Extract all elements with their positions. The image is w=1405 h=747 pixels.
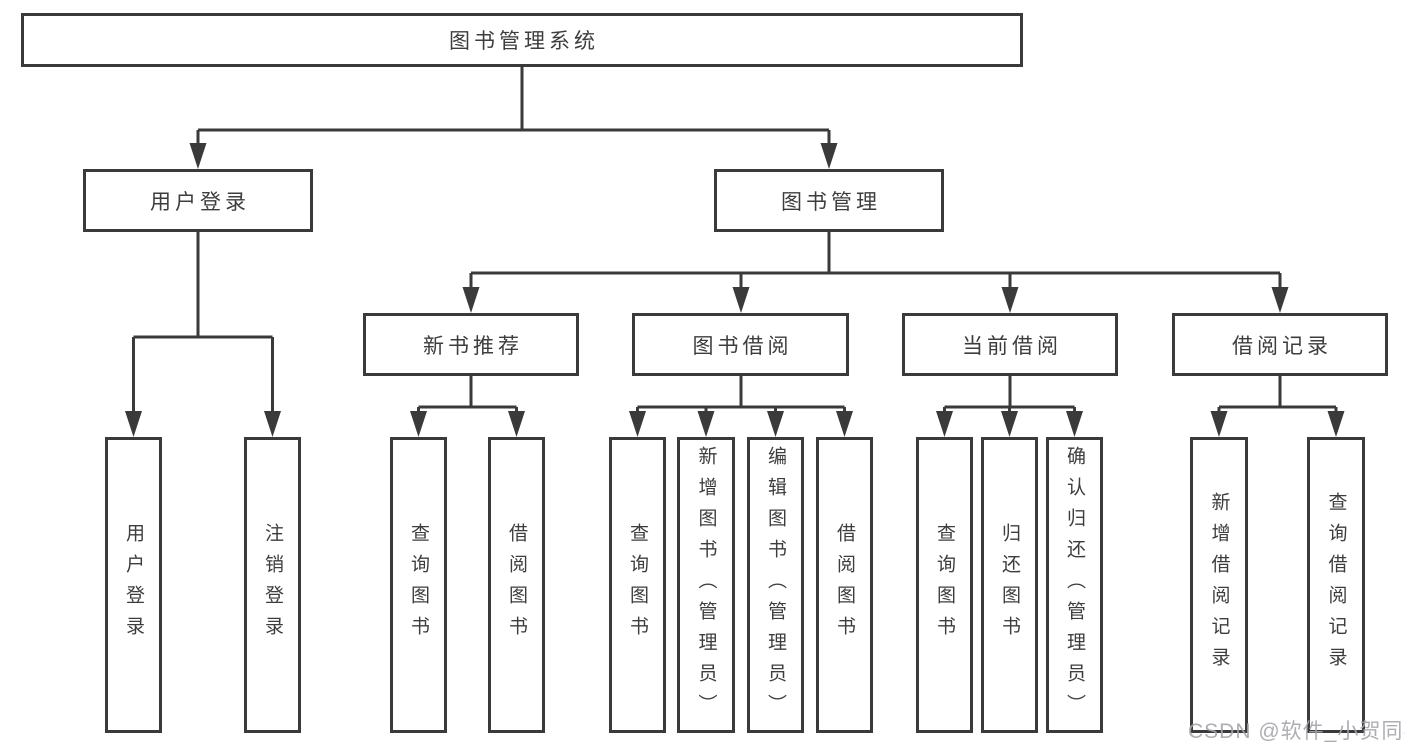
arrowhead-icon (1210, 411, 1228, 437)
node-leaf-query-book-2: 查询图书 (609, 437, 666, 733)
node-new-book-recommend: 新书推荐 (363, 313, 579, 376)
node-label: 新增借阅记录 (1208, 492, 1230, 678)
node-book-borrowing: 图书借阅 (632, 313, 849, 376)
node-leaf-user-login: 用户登录 (105, 437, 162, 733)
arrowhead-icon (410, 411, 427, 437)
node-leaf-add-borrow-record: 新增借阅记录 (1190, 437, 1248, 733)
node-label: 确认归还（管理员） (1064, 445, 1085, 725)
node-label: 当前借阅 (962, 334, 1062, 358)
connector-path (943, 376, 1076, 419)
node-book-management: 图书管理 (714, 169, 944, 232)
node-label: 借阅记录 (1232, 334, 1332, 358)
node-leaf-query-book-1: 查询图书 (390, 437, 447, 733)
arrowhead-icon (820, 143, 838, 169)
arrowhead-icon (732, 287, 750, 313)
node-current-borrowing: 当前借阅 (902, 313, 1118, 376)
node-leaf-query-borrow-record: 查询借阅记录 (1307, 437, 1365, 733)
arrowhead-icon (1327, 411, 1345, 437)
node-label: 新书推荐 (423, 334, 523, 358)
arrowhead-icon (1001, 287, 1019, 313)
connector-path (469, 232, 1282, 295)
connector-path (196, 67, 831, 151)
arrowhead-icon (462, 287, 480, 313)
node-label: 查询图书 (408, 523, 429, 647)
node-label: 图书管理系统 (449, 30, 599, 53)
node-label: 查询图书 (627, 523, 648, 647)
node-label: 用户登录 (150, 190, 250, 214)
node-leaf-edit-book-admin: 编辑图书（管理员） (747, 437, 804, 733)
node-leaf-borrow-book-2: 借阅图书 (816, 437, 873, 733)
node-label: 图书管理 (781, 190, 881, 214)
connector-path (417, 376, 518, 419)
node-leaf-query-book-3: 查询图书 (916, 437, 973, 733)
node-leaf-logout: 注销登录 (244, 437, 301, 733)
node-label: 归还图书 (999, 523, 1020, 647)
node-label: 查询图书 (934, 523, 955, 647)
arrowhead-icon (836, 411, 853, 437)
arrowhead-icon (189, 143, 207, 169)
arrowhead-icon (1066, 411, 1083, 437)
node-leaf-return-book: 归还图书 (981, 437, 1038, 733)
node-leaf-confirm-return: 确认归还（管理员） (1046, 437, 1103, 733)
node-borrowing-records: 借阅记录 (1172, 313, 1388, 376)
node-label: 注销登录 (262, 523, 283, 647)
arrowhead-icon (508, 411, 525, 437)
node-leaf-add-book-admin: 新增图书（管理员） (677, 437, 735, 733)
node-label: 借阅图书 (834, 523, 855, 647)
node-label: 借阅图书 (506, 523, 527, 647)
node-root: 图书管理系统 (21, 13, 1023, 67)
node-user-login-group: 用户登录 (83, 169, 313, 232)
connector-path (1217, 376, 1338, 419)
node-leaf-borrow-book-1: 借阅图书 (488, 437, 545, 733)
node-label: 编辑图书（管理员） (765, 445, 786, 725)
connector-path (132, 232, 274, 419)
connector-path (636, 376, 846, 419)
arrowhead-icon (767, 411, 784, 437)
arrowhead-icon (697, 411, 715, 437)
arrowhead-icon (936, 411, 953, 437)
arrowhead-icon (1271, 287, 1289, 313)
node-label: 新增图书（管理员） (695, 445, 717, 725)
node-label: 图书借阅 (692, 334, 793, 358)
arrowhead-icon (264, 411, 281, 437)
node-label: 用户登录 (123, 523, 144, 647)
node-label: 查询借阅记录 (1325, 492, 1347, 678)
arrowhead-icon (629, 411, 646, 437)
arrowhead-icon (125, 411, 142, 437)
arrowhead-icon (1001, 411, 1018, 437)
